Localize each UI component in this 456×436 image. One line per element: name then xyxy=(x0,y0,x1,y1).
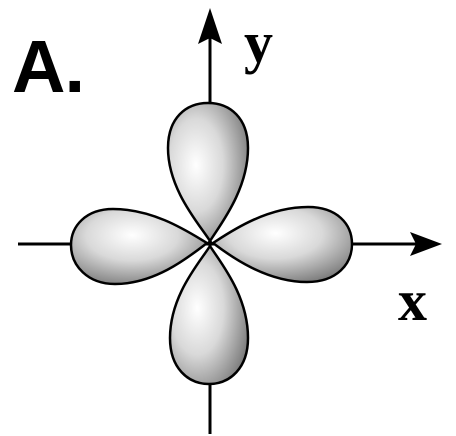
x-axis-label: x xyxy=(398,272,427,330)
lobe-top xyxy=(168,103,248,241)
lobe-left xyxy=(71,209,207,284)
lobe-right xyxy=(213,207,352,282)
y-axis-label: y xyxy=(244,14,273,72)
origin-node xyxy=(208,241,213,246)
lobe-bottom xyxy=(170,246,248,384)
panel-label: A. xyxy=(12,30,84,104)
